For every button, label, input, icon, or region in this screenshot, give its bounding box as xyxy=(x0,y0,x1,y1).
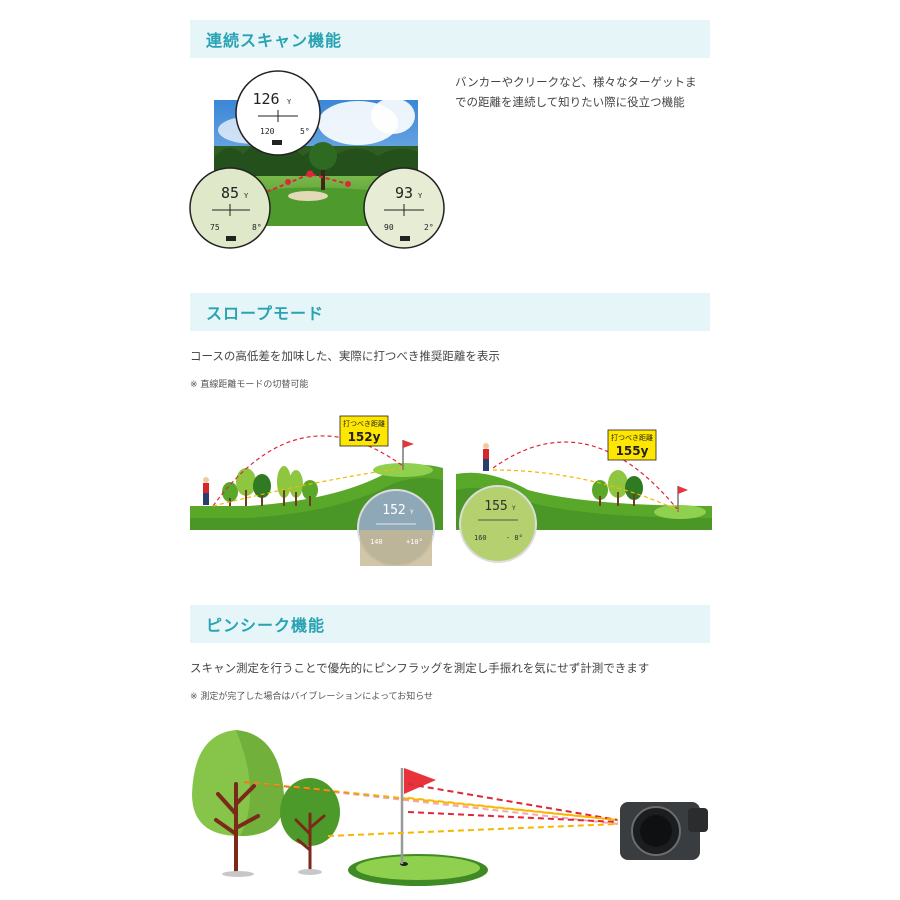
description-line: バンカーやクリークなど、様々なターゲットま xyxy=(455,75,697,89)
uphill-scene: 打つべき距離 152y 152 Y 140 +10° xyxy=(190,415,443,566)
readout-angle: - 8° xyxy=(506,534,523,542)
readout-angle: 2° xyxy=(424,223,434,232)
readout-left: 85 Y 75 8° xyxy=(210,184,262,241)
readout-sub: 120 xyxy=(260,127,275,136)
pin-seek-description: スキャン測定を行うことで優先的にピンフラッグを測定し手振れを気にせず計測できます xyxy=(190,661,650,675)
rangefinder-icon xyxy=(620,802,708,860)
section-header-slope-mode: スロープモード xyxy=(190,293,710,331)
callout-value: 152y xyxy=(348,430,381,444)
slope-mode-illustration: 打つべき距離 152y 152 Y 140 +10° 打つべき距離 1 xyxy=(190,415,712,566)
readout-unit: Y xyxy=(418,192,423,200)
readout-distance: 85 xyxy=(221,184,239,202)
callout-value: 155y xyxy=(616,444,649,458)
readout-sub: 160 xyxy=(474,534,487,542)
section-title: 連続スキャン機能 xyxy=(206,31,343,50)
tree-icon xyxy=(280,778,340,875)
readout-top: 126 Y 120 5° xyxy=(252,90,310,145)
readout-unit: Y xyxy=(410,509,414,516)
section-header-continuous-scan: 連続スキャン機能 xyxy=(190,20,710,58)
slope-mode-description: コースの高低差を加味した、実際に打つべき推奨距離を表示 xyxy=(190,349,500,363)
readout-unit: Y xyxy=(512,505,516,512)
callout-label: 打つべき距離 xyxy=(343,419,385,428)
readout-distance: 126 xyxy=(252,90,279,108)
readout-sub: 140 xyxy=(370,538,383,546)
readout-angle: 5° xyxy=(300,127,310,136)
pin-seek-note: ※ 測定が完了した場合はバイブレーションによってお知らせ xyxy=(190,692,434,702)
readout-sub: 75 xyxy=(210,223,220,232)
slope-mode-note: ※ 直線距離モードの切替可能 xyxy=(190,380,309,390)
section-title: ピンシーク機能 xyxy=(206,616,326,635)
readout-angle: 8° xyxy=(252,223,262,232)
continuous-scan-description: バンカーやクリークなど、様々なターゲットま での距離を連続して知りたい際に役立つ… xyxy=(455,72,715,112)
readout-sub: 90 xyxy=(384,223,394,232)
flag-icon xyxy=(400,768,436,864)
readout-distance: 152 xyxy=(382,503,405,518)
pin-seek-illustration xyxy=(192,730,708,886)
readout-unit: Y xyxy=(287,98,292,106)
readout-distance: 155 xyxy=(484,499,507,514)
continuous-scan-illustration: 126 Y 120 5° 85 Y 75 8° 93 Y 90 2° xyxy=(189,70,445,249)
readout-unit: Y xyxy=(244,192,249,200)
tree-icon xyxy=(192,730,285,877)
section-header-pin-seek: ピンシーク機能 xyxy=(190,605,710,643)
downhill-scene: 打つべき距離 155y 155 Y 160 - 8° xyxy=(456,429,712,563)
readout-angle: +10° xyxy=(406,538,423,546)
section-title: スロープモード xyxy=(206,304,325,323)
description-line: での距離を連続して知りたい際に役立つ機能 xyxy=(455,95,685,109)
readout-distance: 93 xyxy=(395,184,413,202)
callout-label: 打つべき距離 xyxy=(611,433,653,442)
readout-right: 93 Y 90 2° xyxy=(384,184,434,241)
